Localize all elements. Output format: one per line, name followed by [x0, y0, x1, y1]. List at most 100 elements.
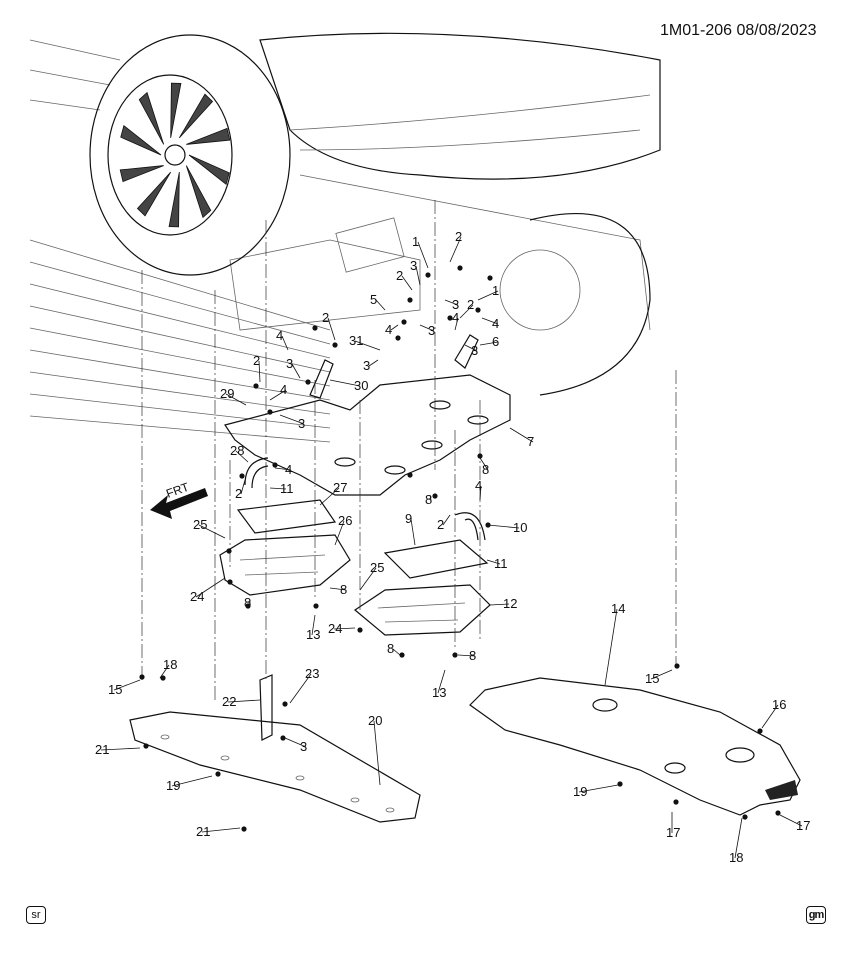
shield-14-vent	[765, 780, 798, 800]
fastener-dot	[674, 663, 680, 669]
fastener-dot	[742, 814, 748, 820]
shield-20-hole	[350, 797, 360, 803]
callout-leader-line	[329, 587, 347, 591]
callout-label: 8	[244, 595, 251, 610]
callout-leader-line	[459, 304, 474, 319]
callout-label: 8	[469, 648, 476, 663]
callout-label: 17	[666, 825, 680, 840]
callout-label: 31	[349, 333, 363, 348]
fastener-dot	[313, 603, 319, 609]
callout-leader-line	[479, 341, 499, 346]
fastener-dot	[617, 781, 623, 787]
callout-label: 26	[338, 513, 352, 528]
callout-leader-line	[100, 747, 141, 751]
fastener-dot	[775, 810, 781, 816]
callout-label: 8	[425, 492, 432, 507]
callout-label: 13	[432, 685, 446, 700]
callout-leader-line	[489, 603, 510, 606]
callout-leader-line	[258, 360, 261, 383]
callout-leader-line	[171, 775, 213, 787]
callout-label: 30	[354, 378, 368, 393]
fastener-dot	[757, 728, 763, 734]
callout-label: 2	[455, 229, 462, 244]
callout-label: 11	[494, 556, 508, 571]
bracket-frame-26-rib	[239, 554, 326, 576]
callout-label: 8	[482, 462, 489, 477]
sr-logo-icon: sr	[26, 906, 46, 924]
callout-leader-line	[442, 514, 451, 526]
shield-20-hole	[295, 775, 305, 781]
floor-rail-line	[29, 283, 331, 359]
callout-leader-line	[235, 450, 249, 463]
callout-leader-line	[401, 275, 413, 291]
callout-label: 6	[492, 334, 499, 349]
callout-label: 10	[513, 520, 527, 535]
fastener-dot	[280, 735, 286, 741]
callout-label: 3	[410, 258, 417, 273]
fastener-dot	[452, 652, 458, 658]
callout-leader-line	[454, 317, 459, 331]
shield-hole	[421, 440, 443, 450]
callout-leader-line	[281, 335, 289, 351]
fastener-dot	[241, 826, 247, 832]
callout-label: 2	[235, 486, 242, 501]
bracket-frame-26	[219, 534, 351, 596]
callout-leader-line	[373, 720, 381, 786]
callout-leader-line	[604, 608, 618, 686]
callout-label: 4	[276, 328, 283, 343]
pad-27	[236, 499, 337, 534]
fastener-dot	[226, 548, 232, 554]
callout-leader-line	[734, 817, 743, 859]
callout-leader-line	[159, 664, 170, 679]
callout-leader-line	[198, 524, 226, 539]
callout-label: 4	[475, 478, 482, 493]
wheel-spoke	[170, 82, 182, 138]
front-left-wheel	[89, 34, 291, 276]
fastener-dot	[332, 342, 338, 348]
callout-leader-line	[201, 827, 241, 833]
callout-leader-line	[477, 290, 499, 301]
front-bumper-outline	[259, 32, 661, 180]
floor-rail-line	[29, 393, 331, 429]
callout-leader-line	[269, 487, 287, 490]
shield-20-hole	[385, 807, 395, 813]
callout-leader-line	[319, 487, 340, 506]
callout-leader-line	[195, 577, 226, 598]
callout-label: 5	[370, 292, 377, 307]
callout-leader-line	[486, 559, 501, 565]
fastener-dot	[407, 297, 413, 303]
callout-label: 4	[452, 310, 459, 325]
callout-label: 1	[412, 234, 419, 249]
callout-leader-line	[479, 485, 482, 501]
hose-28	[244, 457, 269, 489]
callout-label: 2	[322, 310, 329, 325]
callout-label: 13	[306, 627, 320, 642]
bracket-frame-12	[353, 584, 491, 636]
callout-leader-line	[284, 737, 307, 748]
gm-logo-icon: gm	[806, 906, 826, 924]
bracket-22	[259, 674, 273, 741]
fastener-dot	[215, 771, 221, 777]
floor-rail-line	[29, 261, 331, 345]
callout-label: 9	[405, 511, 412, 526]
fastener-dot	[282, 701, 288, 707]
fastener-dot	[160, 675, 166, 681]
callout-leader-line	[354, 340, 381, 351]
diagram-code: 1M01-206 08/08/2023	[660, 22, 817, 39]
wheel-spoke	[188, 154, 230, 186]
pad-9	[383, 539, 489, 579]
callout-leader-line	[410, 518, 416, 546]
fastener-dot	[227, 579, 233, 585]
callout-label: 3	[298, 416, 305, 431]
callout-leader-line	[269, 389, 287, 401]
fastener-dot	[272, 462, 278, 468]
wheel-spoke	[186, 127, 231, 145]
callout-leader-line	[419, 324, 435, 332]
callout-leader-line	[368, 359, 379, 367]
shield-14-hole	[592, 698, 618, 712]
bumper-crease	[289, 94, 651, 131]
callout-leader-line	[240, 479, 246, 495]
callout-label: 3	[452, 297, 459, 312]
